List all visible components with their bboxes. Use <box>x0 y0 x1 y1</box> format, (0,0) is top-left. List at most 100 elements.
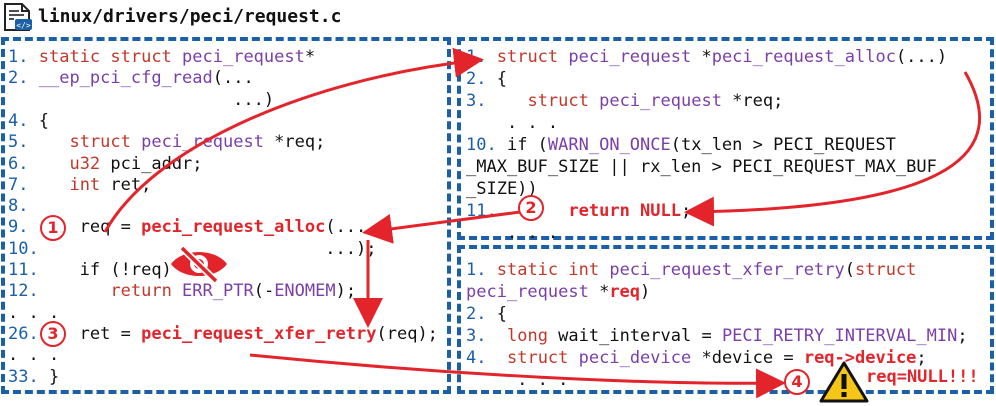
code-line: 33. } <box>8 365 59 389</box>
code-token: return NULL <box>568 201 681 221</box>
code-token: ); <box>335 281 357 302</box>
code-token: (... <box>325 217 367 238</box>
file-path: linux/drivers/peci/request.c <box>38 6 342 27</box>
code-token: if ( <box>506 135 548 155</box>
line-number: 1. <box>466 47 487 67</box>
code-line: _MAX_BUF_SIZE || rx_len > PECI_REQUEST_M… <box>466 155 937 179</box>
code-token: __ep_pci_cfg_read <box>38 68 213 89</box>
svg-text:</>: </> <box>16 21 31 30</box>
eye-slash-icon <box>171 245 227 284</box>
code-token <box>39 154 70 174</box>
code-token: long <box>506 326 548 346</box>
code-token: . . . <box>466 223 559 243</box>
code-line: 1. static int peci_request_xfer_retry(st… <box>466 258 916 282</box>
code-token: req->device <box>803 348 917 368</box>
code-token: peci_request <box>466 282 589 302</box>
code-token <box>39 175 70 195</box>
code-token: return <box>110 281 183 302</box>
code-token: peci_request_alloc <box>711 47 896 67</box>
code-line: . . . <box>466 221 558 245</box>
code-token: { <box>38 110 49 131</box>
step-1-marker: 1 <box>40 215 66 241</box>
code-token: ; <box>957 326 968 346</box>
line-number: 3. <box>466 91 487 111</box>
code-token: (- <box>253 281 275 302</box>
code-token: * <box>691 47 712 67</box>
line-number: 1. <box>8 47 29 67</box>
code-line: 3. long wait_interval = PECI_RETRY_INTER… <box>466 324 968 348</box>
code-token: struct <box>527 91 600 111</box>
code-token: static int <box>496 260 610 280</box>
code-token: (... <box>212 68 254 89</box>
code-token <box>497 326 507 346</box>
line-number: 5. <box>8 132 29 153</box>
code-token: struct <box>496 47 569 67</box>
step-2-marker: 2 <box>518 195 544 221</box>
code-token: req <box>609 282 641 302</box>
code-token: { <box>496 69 507 89</box>
code-line: 1. struct peci_request *peci_request_all… <box>466 45 947 69</box>
line-number: 26. <box>8 323 39 344</box>
code-line: 3. struct peci_request *req; <box>466 89 783 113</box>
line-number: 3. <box>466 326 487 346</box>
line-number: 10. <box>8 238 39 259</box>
code-token: ENOMEM <box>274 281 336 302</box>
code-token: peci_request <box>141 132 264 153</box>
line-number: 11. <box>8 260 39 280</box>
code-token: (tx_len > PECI_REQUEST <box>670 135 896 155</box>
line-number: 4. <box>466 348 487 368</box>
code-token: wait_interval = <box>547 326 722 346</box>
xfer-retry-panel <box>457 245 994 394</box>
line-number: 2. <box>466 304 487 324</box>
code-token: struct <box>69 132 142 153</box>
code-token: { <box>496 304 507 324</box>
code-token: peci_request <box>599 91 722 111</box>
code-token: struct <box>854 260 917 280</box>
code-line: 26. ret = peci_request_xfer_retry(req); <box>8 322 438 346</box>
code-line: 10. if (WARN_ON_ONCE(tx_len > PECI_REQUE… <box>466 133 896 157</box>
code-token: pci_addr; <box>100 153 203 174</box>
code-line: 8. <box>8 194 39 218</box>
step-4-marker: 4 <box>784 369 810 395</box>
code-token: peci_request_xfer_retry <box>609 260 845 280</box>
code-token: ; <box>916 348 927 368</box>
code-line: . . . <box>8 343 59 367</box>
code-token: peci_request <box>182 47 305 67</box>
line-number: 7. <box>8 174 29 195</box>
code-token: peci_request <box>568 47 692 67</box>
warning-text: req=NULL!!! <box>866 367 979 387</box>
code-line: . . . <box>8 301 59 325</box>
code-token: _MAX_BUF_SIZE || rx_len > PECI_REQUEST_M… <box>466 157 937 177</box>
line-number: 11. <box>466 201 497 221</box>
code-line: 2. { <box>466 302 507 326</box>
line-number: 12. <box>8 281 39 302</box>
code-token: ) <box>640 282 651 302</box>
line-number: 9. <box>8 217 29 238</box>
line-number: 4. <box>8 110 29 131</box>
code-token: struct <box>506 348 579 368</box>
code-line: 4. { <box>8 109 49 133</box>
code-line: peci_request *req) <box>466 280 650 304</box>
code-token: PECI_RETRY_INTERVAL_MIN <box>721 326 958 346</box>
line-number: 1. <box>466 260 487 280</box>
code-token: *req; <box>721 91 784 111</box>
file-code-icon: </> <box>4 3 32 31</box>
warning-triangle-icon <box>819 361 869 403</box>
line-number: 2. <box>8 68 29 89</box>
code-line: . . . <box>466 111 558 135</box>
code-token: . . . <box>8 345 60 366</box>
code-token: *req; <box>263 132 326 153</box>
code-token <box>49 281 110 301</box>
line-number: 10. <box>466 135 497 155</box>
code-line: 2. { <box>466 67 507 91</box>
code-token: ...) <box>8 89 275 110</box>
code-token: ( <box>844 260 855 280</box>
code-token: . . . <box>8 302 60 323</box>
code-token: _SIZE)) <box>466 179 538 199</box>
step-3-marker: 3 <box>40 321 66 347</box>
code-token: int <box>69 174 101 195</box>
code-token: . . . <box>466 113 559 133</box>
code-token: peci_device <box>578 348 692 368</box>
code-line: 12. return ERR_PTR(-ENOMEM); <box>8 279 356 303</box>
code-line: 11. if (!req) <box>8 258 172 282</box>
